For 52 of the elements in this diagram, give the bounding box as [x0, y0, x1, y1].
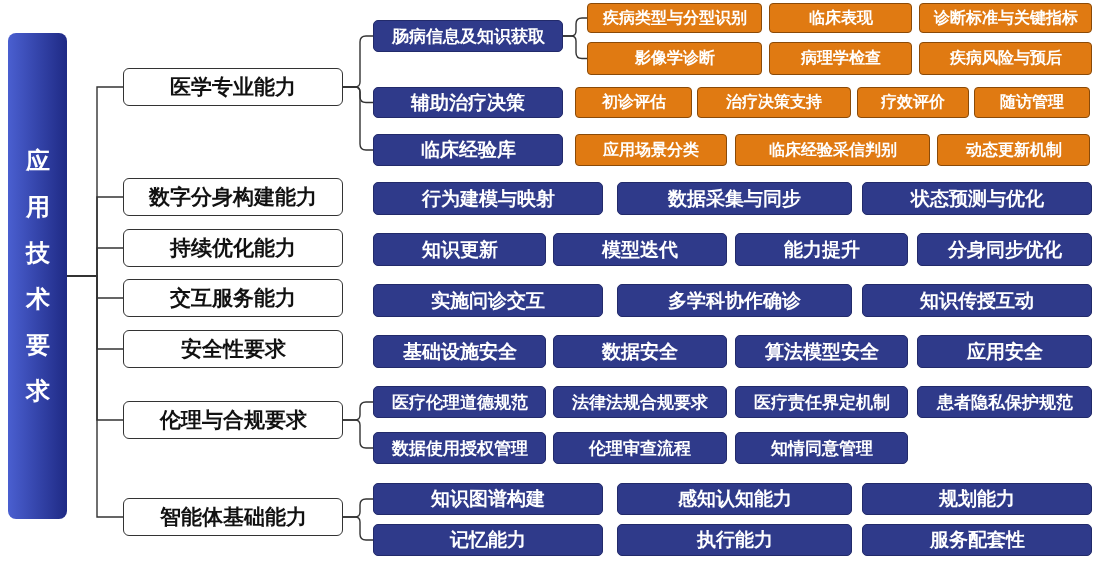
item-box: 多学科协作确诊	[617, 284, 852, 317]
item-box: 实施问诊交互	[373, 284, 603, 317]
item-box: 分身同步优化	[917, 233, 1092, 266]
item-box: 患者隐私保护规范	[917, 386, 1092, 418]
category-box: 伦理与合规要求	[123, 401, 343, 439]
item-box: 行为建模与映射	[373, 182, 603, 215]
item-box: 知识传授互动	[862, 284, 1092, 317]
category-box: 交互服务能力	[123, 279, 343, 317]
item-box: 执行能力	[617, 524, 852, 556]
item-box: 能力提升	[735, 233, 908, 266]
item-box: 规划能力	[862, 483, 1092, 515]
item-box: 法律法规合规要求	[553, 386, 727, 418]
item-box: 基础设施安全	[373, 335, 546, 368]
category-box: 数字分身构建能力	[123, 178, 343, 216]
item-box: 数据采集与同步	[617, 182, 852, 215]
sub-item-box: 随访管理	[974, 87, 1090, 118]
category-box: 医学专业能力	[123, 68, 343, 106]
item-box: 知识图谱构建	[373, 483, 603, 515]
item-box: 感知认知能力	[617, 483, 852, 515]
sub-item-box: 影像学诊断	[587, 42, 762, 75]
sub-item-box: 初诊评估	[575, 87, 692, 118]
item-box: 知情同意管理	[735, 432, 908, 464]
category-box: 持续优化能力	[123, 229, 343, 267]
connector-line	[66, 275, 124, 518]
item-box: 肠病信息及知识获取	[373, 20, 563, 52]
sub-item-box: 动态更新机制	[937, 134, 1090, 166]
item-box: 模型迭代	[553, 233, 727, 266]
item-box: 服务配套性	[862, 524, 1092, 556]
title-bar: 应用技术要求	[8, 33, 67, 519]
item-box: 知识更新	[373, 233, 546, 266]
item-box: 数据安全	[553, 335, 727, 368]
sub-item-box: 疾病类型与分型识别	[587, 3, 762, 33]
item-box: 临床经验库	[373, 134, 563, 166]
item-box: 算法模型安全	[735, 335, 908, 368]
item-box: 医疗责任界定机制	[735, 386, 908, 418]
category-box: 安全性要求	[123, 330, 343, 368]
sub-item-box: 临床表现	[769, 3, 912, 33]
item-box: 辅助治疗决策	[373, 87, 563, 118]
sub-item-box: 应用场景分类	[575, 134, 727, 166]
sub-item-box: 疾病风险与预后	[919, 42, 1092, 75]
item-box: 状态预测与优化	[862, 182, 1092, 215]
item-box: 医疗伦理道德规范	[373, 386, 546, 418]
sub-item-box: 治疗决策支持	[697, 87, 851, 118]
category-box: 智能体基础能力	[123, 498, 343, 536]
sub-item-box: 疗效评价	[857, 87, 969, 118]
sub-item-box: 诊断标准与关键指标	[919, 3, 1092, 33]
item-box: 应用安全	[917, 335, 1092, 368]
item-box: 数据使用授权管理	[373, 432, 546, 464]
item-box: 伦理审查流程	[553, 432, 727, 464]
sub-item-box: 临床经验采信判别	[735, 134, 930, 166]
sub-item-box: 病理学检查	[769, 42, 912, 75]
item-box: 记忆能力	[373, 524, 603, 556]
